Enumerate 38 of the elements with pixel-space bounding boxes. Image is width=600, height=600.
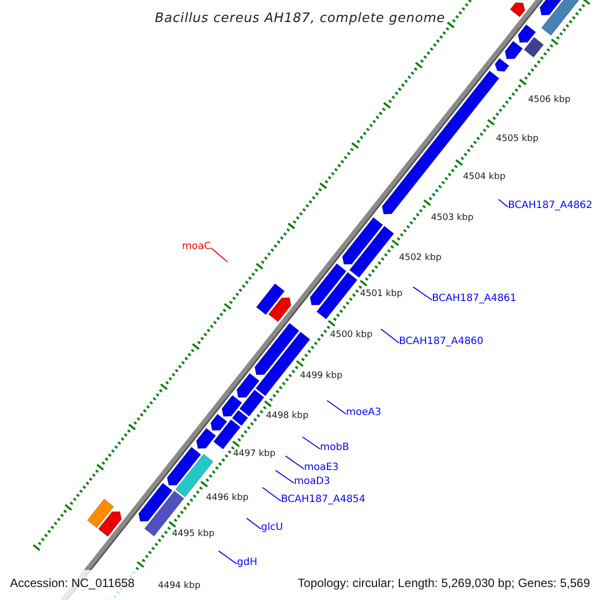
tick-label: 4501 kbp: [360, 289, 402, 300]
leader-line: [302, 436, 320, 450]
tick-label: 4503 kbp: [431, 213, 474, 224]
gene-label: BCAH187_A4862: [508, 199, 592, 213]
gene-label: gdH: [237, 556, 258, 570]
leader-line: [246, 518, 262, 530]
gene-label: BCAH187_A4861: [432, 292, 516, 306]
leader-line: [262, 487, 282, 502]
leader-line: [498, 198, 508, 208]
gene-label: moeA3: [346, 406, 382, 420]
leader-line: [210, 248, 228, 262]
leader-line: [285, 455, 304, 470]
gene-label: moaC: [170, 240, 211, 254]
tick-label: 4504 kbp: [463, 172, 506, 183]
gene-label: moaD3: [294, 475, 330, 489]
gene-label: moaE3: [304, 461, 339, 475]
tick-label: 4505 kbp: [496, 134, 538, 145]
accession-text: Accession: NC_011658: [10, 575, 135, 591]
tick-label: 4494 kbp: [158, 581, 200, 592]
tick-label: 4495 kbp: [172, 529, 214, 540]
tick-label: 4500 kbp: [330, 330, 372, 341]
leader-line: [275, 470, 294, 484]
tick-label: 4499 kbp: [300, 371, 342, 382]
leader-line: [218, 550, 238, 564]
tick-label: 4496 kbp: [206, 493, 248, 504]
diagram-title: Bacillus cereus AH187, complete genome: [154, 10, 446, 28]
gene-label: glcU: [261, 521, 283, 535]
leader-line: [412, 286, 432, 300]
leader-line: [380, 328, 400, 344]
tick-label: 4498 kbp: [266, 411, 308, 422]
tick-label: 4502 kbp: [399, 253, 442, 264]
gene-label: BCAH187_A4854: [281, 493, 366, 507]
tick-label: 4497 kbp: [233, 449, 276, 460]
tick-label: 4506 kbp: [528, 95, 570, 106]
genome-summary-text: Topology: circular; Length: 5,269,030 bp; Genes: 5,569: [298, 575, 590, 591]
leader-line: [326, 400, 346, 414]
gene-label: mobB: [320, 441, 350, 455]
gene-label: BCAH187_A4860: [399, 335, 484, 349]
